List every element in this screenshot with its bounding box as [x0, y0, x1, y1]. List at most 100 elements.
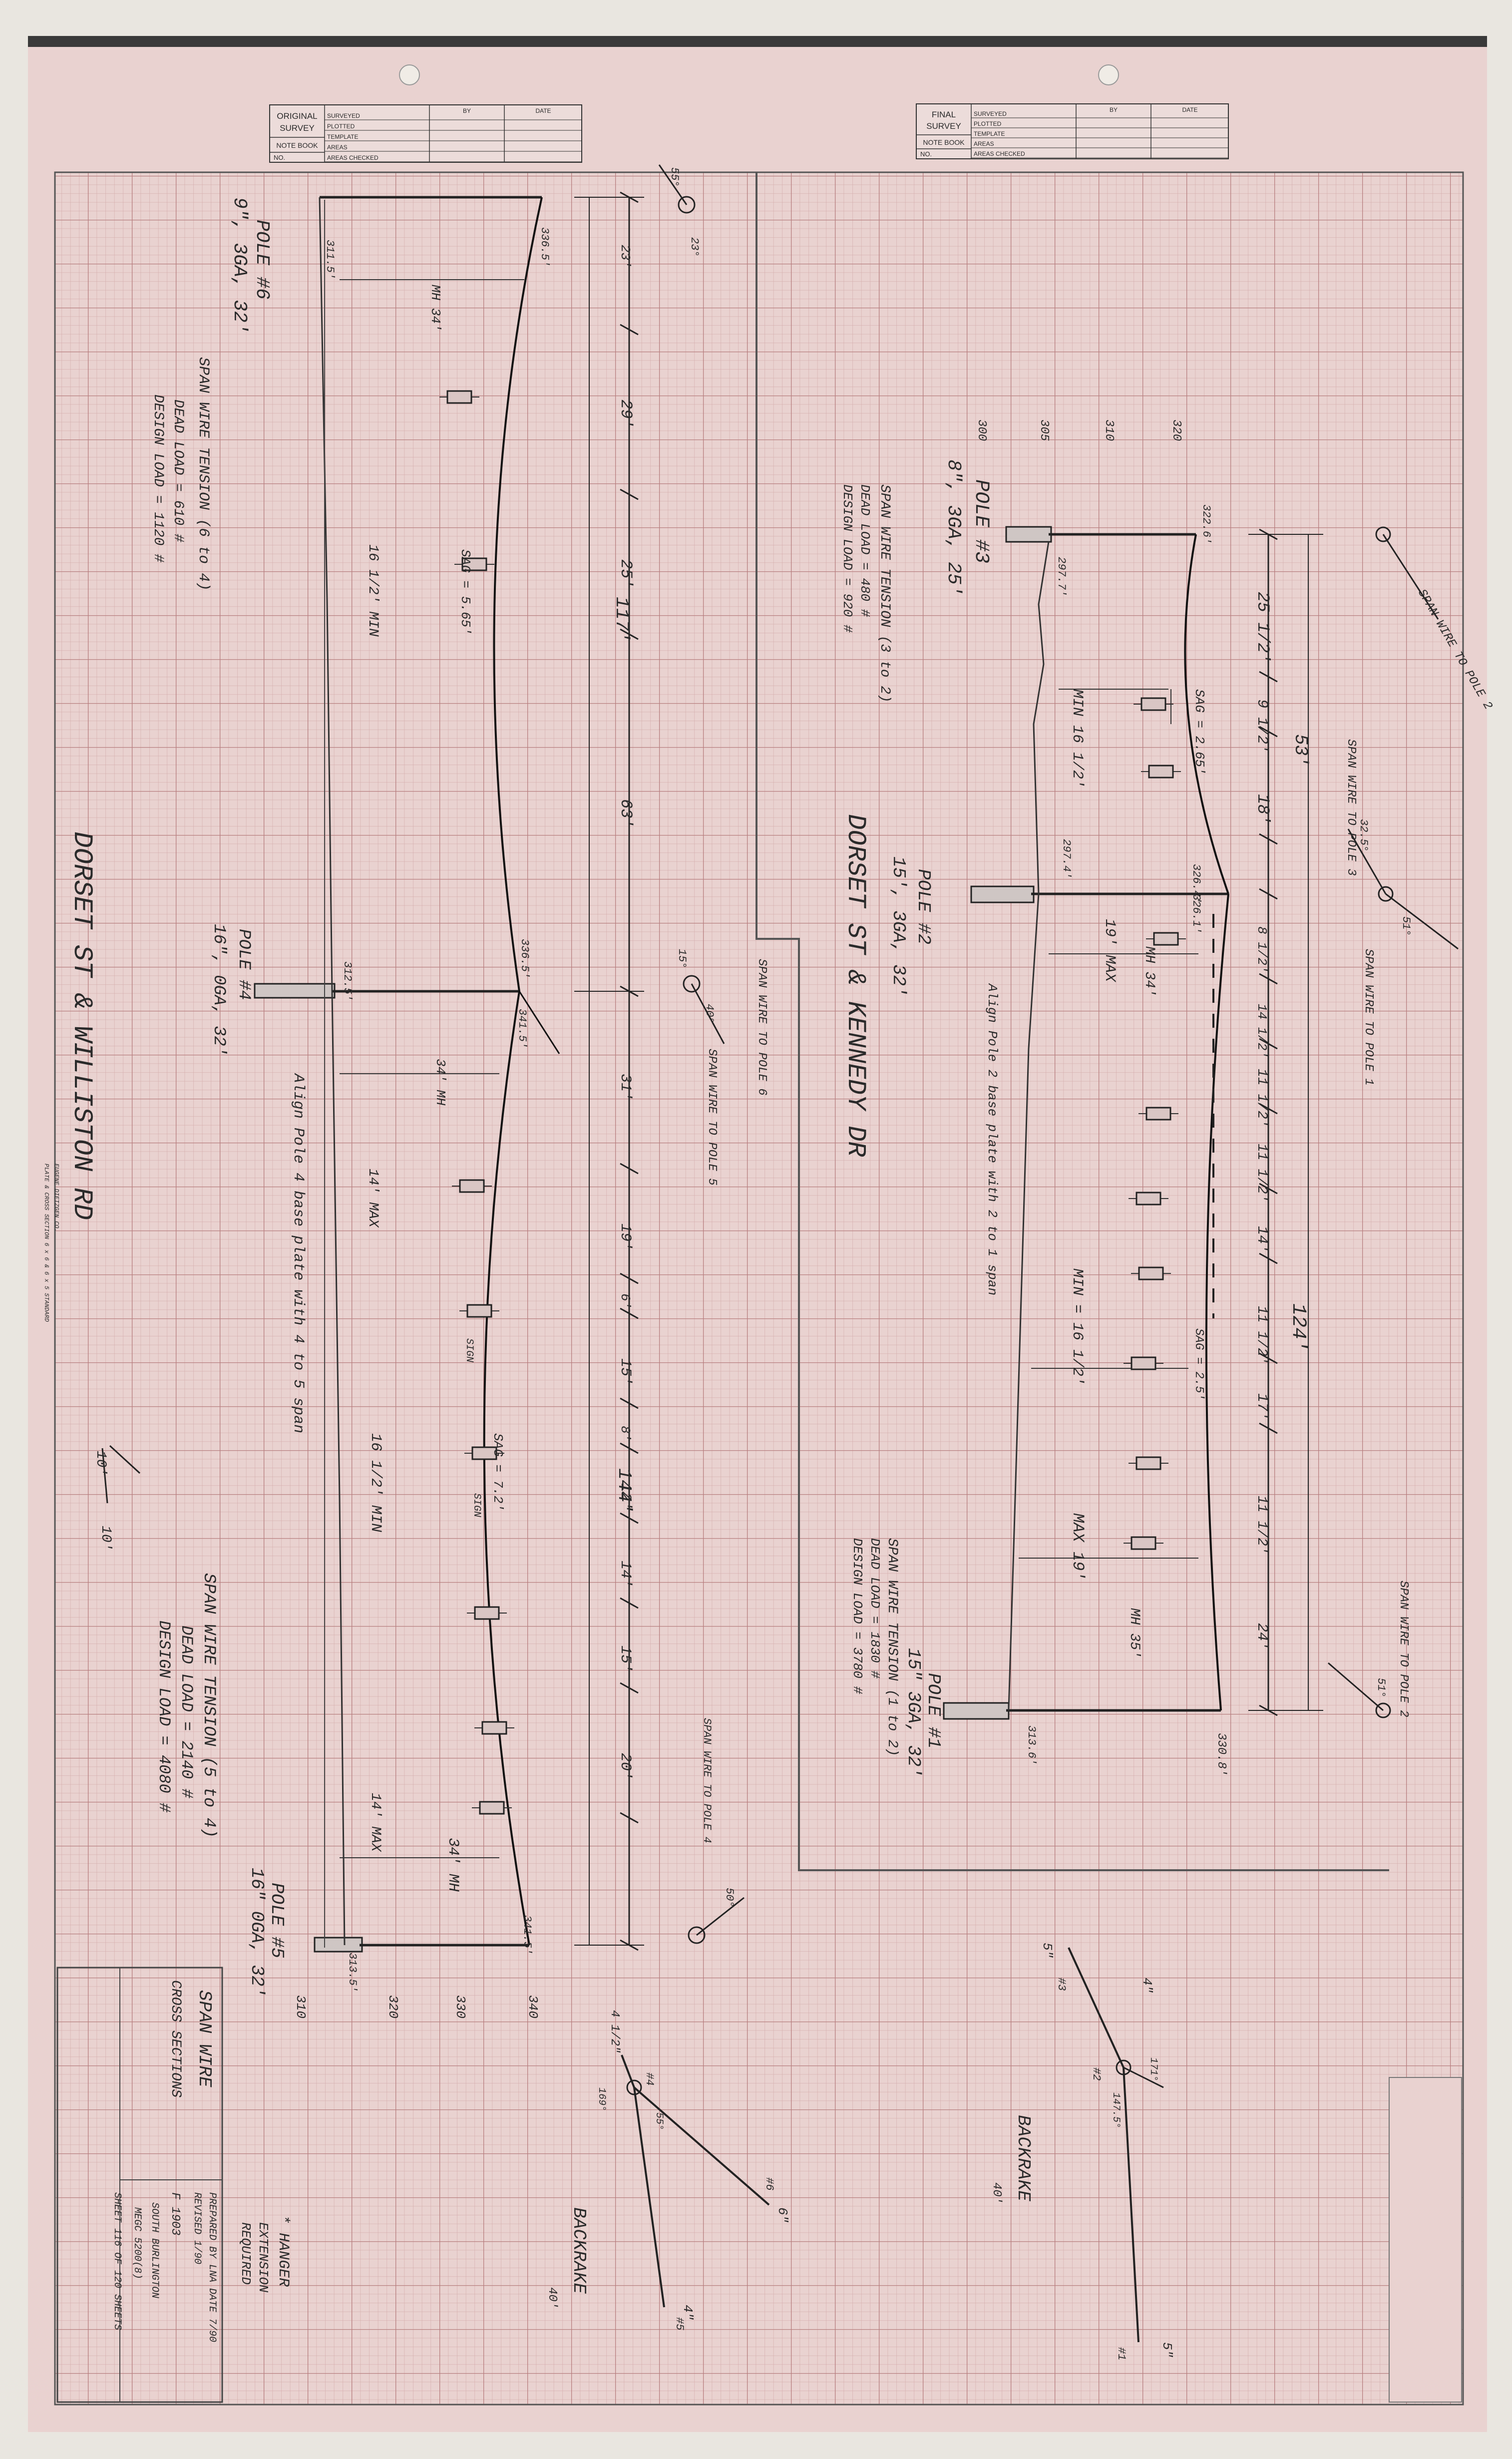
- tension-design: DESIGN LOAD = 920 #: [840, 484, 855, 633]
- sheet-revised: REVISED 1/90: [191, 2192, 203, 2264]
- tension-title: SPAN WIRE TENSION (1 to 2): [884, 1538, 900, 1756]
- dimension-segment: 11 1/2': [1254, 1069, 1269, 1128]
- dimension-segment: 15': [617, 1645, 634, 1672]
- sheet-title: SPAN WIRE: [194, 1990, 215, 2087]
- backrake-value: 4 1/2": [608, 2010, 621, 2053]
- signal-head-icon: [474, 1606, 500, 1620]
- tb-row-label: TEMPLATE: [327, 133, 358, 140]
- backrake-value: 6": [775, 2207, 790, 2223]
- binding-strip: [28, 36, 1487, 47]
- tension-design: DESIGN LOAD = 4080 #: [155, 1621, 173, 1813]
- pole-label: POLE #3: [970, 479, 992, 563]
- clearance-note: 34' MH: [444, 1838, 461, 1892]
- tension-title: SPAN WIRE TENSION (3 to 2): [877, 484, 892, 703]
- align-note: Align Pole 4 base plate with 4 to 5 span: [290, 1073, 307, 1433]
- sheet-number: SHEET 116 OF 120 SHEETS: [111, 2192, 123, 2330]
- angle-label: 171°: [1147, 2057, 1159, 2081]
- clearance-note: MH 35': [1127, 1608, 1142, 1658]
- backrake-pole: #2: [1090, 2067, 1103, 2080]
- dimension-segment: 25': [617, 559, 635, 588]
- backrake-label: BACKRAKE: [569, 2207, 589, 2294]
- tension-design: DESIGN LOAD = 1120 #: [150, 395, 166, 562]
- clearance-note: 34' MH: [433, 1059, 448, 1106]
- punch-hole: [399, 64, 420, 85]
- tension-dead: DEAD LOAD = 1830 #: [867, 1538, 882, 1678]
- backrake-pole: #6: [763, 2177, 775, 2190]
- pole-label: POLE #2: [913, 869, 934, 944]
- dimension-segment: 20': [617, 1753, 634, 1780]
- tb-row-label: SURVEYED: [974, 110, 1007, 117]
- dimension-segment: 9 1/2': [1253, 699, 1270, 753]
- hanger-note: REQUIRED: [238, 2222, 253, 2285]
- elevation-label: 311.5': [324, 240, 336, 279]
- sheet-project: SOUTH BURLINGTON: [149, 2202, 160, 2298]
- pole-spec: 8", 3GA, 25': [943, 459, 964, 596]
- dimension-span: 53': [1290, 734, 1311, 767]
- elevation-label: 326.1': [1190, 894, 1202, 933]
- tb-by: BY: [1110, 106, 1118, 113]
- pole-1-base: [943, 1702, 1010, 1720]
- clearance-note: MIN 16 1/2': [1069, 689, 1086, 788]
- tb-no: NO.: [920, 150, 932, 158]
- tb-title: SURVEY: [926, 121, 961, 131]
- clearance-note: 14' MAX: [368, 1793, 383, 1852]
- elevation-label: 336.5': [518, 939, 531, 978]
- tension-dead: DEAD LOAD = 2140 #: [177, 1626, 196, 1798]
- elevation-tick: 310: [293, 1995, 308, 2019]
- dimension-segment: 11 1/2': [1254, 1306, 1269, 1365]
- clearance-note: MH 34': [1141, 946, 1157, 997]
- elevation-tick: 320: [1169, 419, 1183, 441]
- signal-head-icon: [446, 390, 472, 404]
- elevation-label: 312.5': [341, 961, 354, 1001]
- elevation-label: 297.4': [1060, 839, 1073, 878]
- clearance-note: MIN = 16 1/2': [1069, 1268, 1086, 1385]
- tb-row-label: AREAS CHECKED: [327, 154, 378, 161]
- signal-head-icon: [1138, 1266, 1164, 1280]
- pole-label: POLE #1: [923, 1673, 944, 1748]
- sheet-project: F 1903: [168, 2192, 182, 2235]
- grid-border: [54, 171, 1464, 2406]
- angle-label: 32.5°: [1357, 819, 1370, 852]
- pole-5-base: [314, 1937, 363, 1953]
- elevation-tick: 300: [975, 419, 988, 441]
- align-note: Align Pole 2 base plate with 2 to 1 span: [985, 983, 1000, 1295]
- backrake-upper-diagram: [1068, 1947, 1164, 2343]
- clearance-note: 16 1/2' MIN: [365, 544, 380, 637]
- tb-date: DATE: [535, 107, 551, 114]
- title-block-original: ORIGINAL SURVEY NOTE BOOK NO. BY DATE SU…: [269, 104, 582, 163]
- elevation-label: 336.5': [538, 227, 551, 267]
- ground-profile: [1008, 541, 1050, 1711]
- tb-nb: NOTE BOOK: [923, 138, 965, 146]
- sign-label: SIGN: [471, 1493, 482, 1517]
- dimension-segment: 14 1/2': [1254, 1004, 1269, 1058]
- printer-credit: EUGENE DIETZGEN CO.: [53, 1164, 60, 1232]
- blank-corner: [1389, 2077, 1462, 2403]
- span-wire-note: SPAN WIRE TO POLE 2: [1397, 1581, 1410, 1717]
- sign-label: SIGN: [463, 1338, 475, 1362]
- elevation-label: 297.7': [1055, 557, 1068, 596]
- hanger-note: * HANGER: [275, 2215, 292, 2287]
- elevation-label: 313.6': [1025, 1725, 1038, 1765]
- signal-head-icon: [471, 1446, 497, 1460]
- tb-row-label: TEMPLATE: [974, 130, 1005, 137]
- sheet-title: CROSS SECTIONS: [168, 1980, 183, 2097]
- tb-row-label: AREAS: [327, 144, 348, 151]
- dimension-total: 124': [1287, 1303, 1309, 1351]
- tb-title: FINAL: [932, 110, 956, 119]
- signal-head-icon: [479, 1801, 505, 1815]
- backrake-pole: #1: [1115, 2347, 1128, 2360]
- dimension-segment: 11 1/2': [1254, 1496, 1269, 1555]
- dimension-span: 117': [611, 597, 632, 642]
- pole-4-base: [254, 983, 336, 999]
- tb-nb: NOTE BOOK: [276, 141, 318, 149]
- sheet-prepared: PREPARED BY LNA DATE 7/90: [206, 2192, 218, 2342]
- dimension-segment: 14': [1253, 1226, 1270, 1253]
- elevation-tick: 340: [525, 1995, 540, 2019]
- span-wire-note: SPAN WIRE TO POLE 3: [1344, 739, 1358, 876]
- clearance-note: 14' MAX: [365, 1169, 380, 1228]
- lower-profile: [101, 164, 745, 1953]
- tb-row-label: PLOTTED: [974, 120, 1002, 127]
- dimension-segment: 31': [617, 1074, 634, 1101]
- clearance-note: 16 1/2' MIN: [367, 1433, 384, 1532]
- dimension-segment: 11 1/2': [1254, 1144, 1269, 1203]
